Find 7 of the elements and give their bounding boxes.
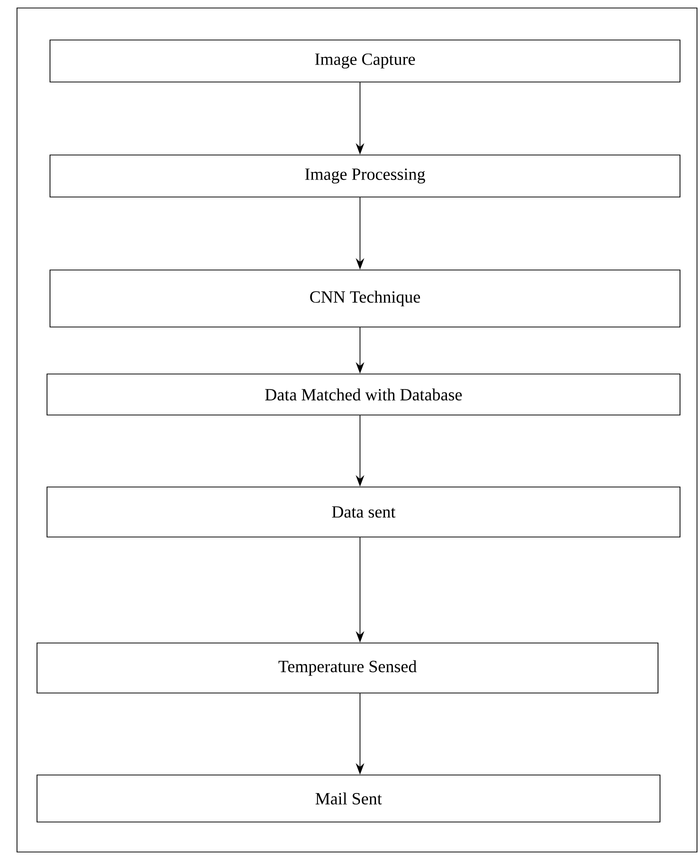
process-box: Image Processing [50,154,680,198]
process-box: Image Capture [50,40,680,82]
process-box: Mail Sent [36,774,660,822]
process-box: CNN Technique [50,270,680,328]
process-box: Temperature Sensed [36,642,658,694]
process-box: Data sent [46,486,680,538]
process-box: Data Matched with Database [46,374,680,416]
